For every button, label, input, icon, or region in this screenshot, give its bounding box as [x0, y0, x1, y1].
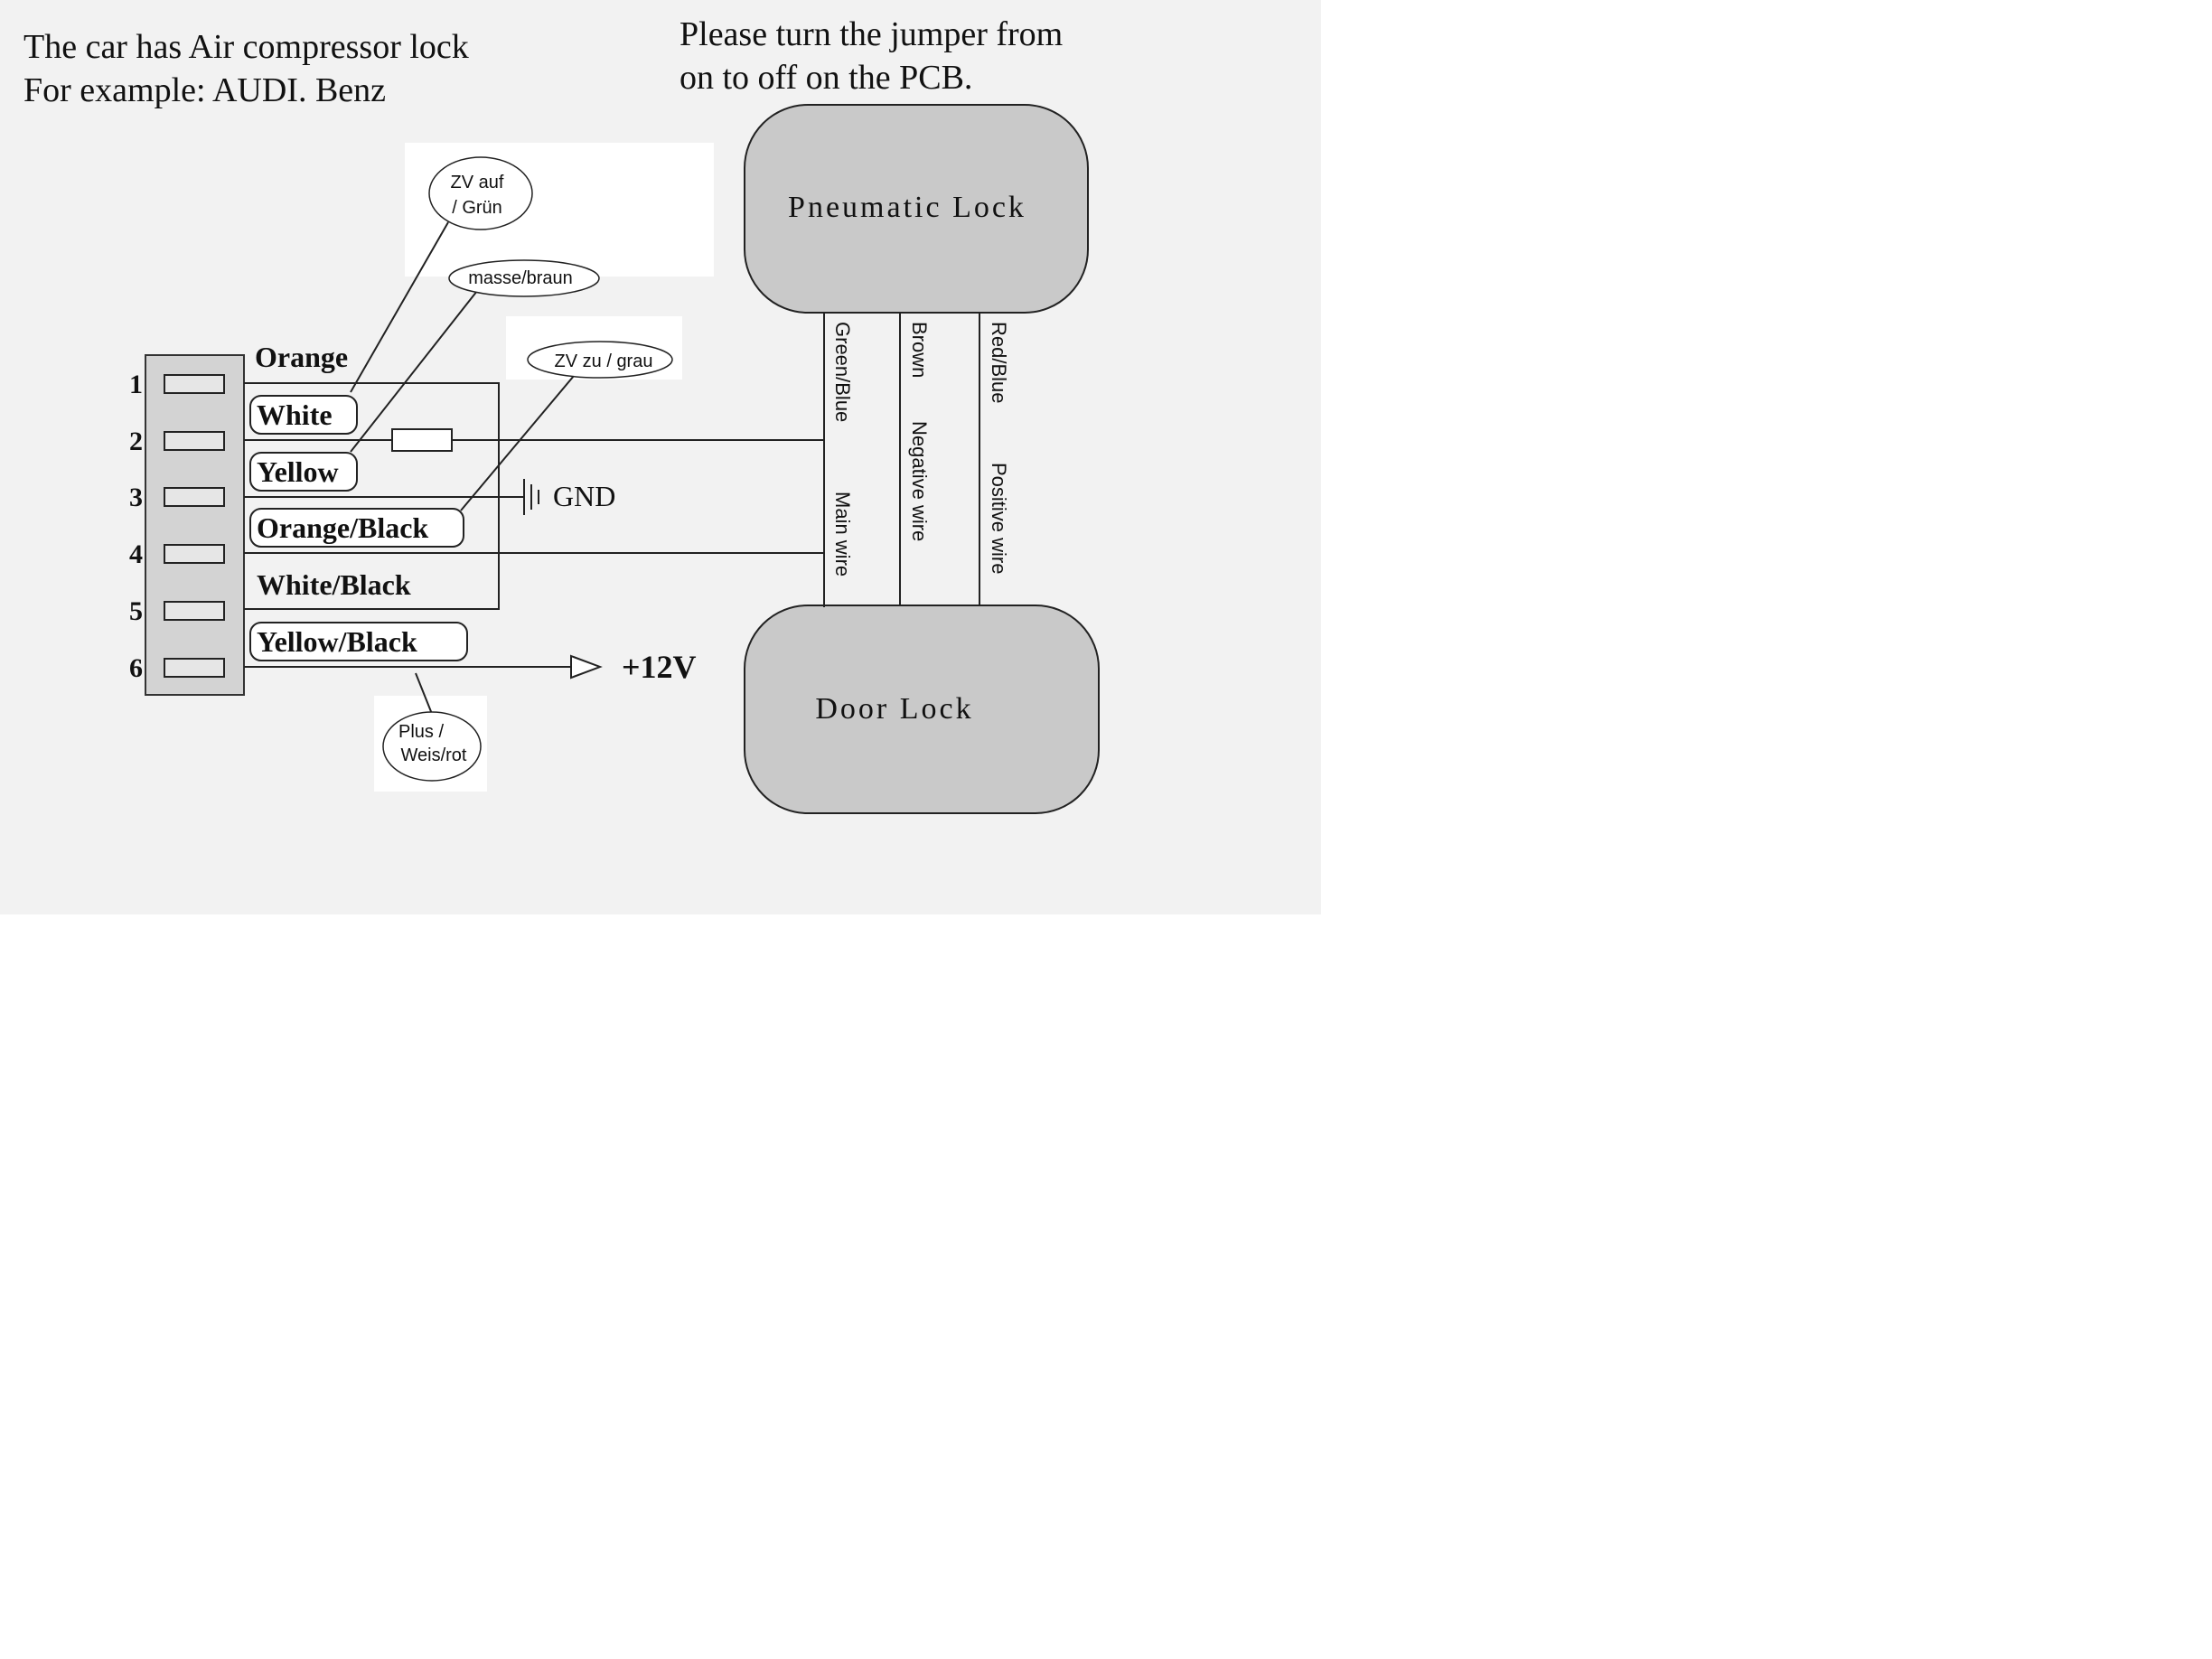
wire-function-label: Negative wire: [908, 421, 931, 541]
wire-label: Orange/Black: [257, 511, 428, 544]
wire-color-label: Brown: [908, 322, 931, 378]
pin-slot: [164, 601, 225, 621]
callout-leader: [415, 672, 433, 715]
callout-bubble: [448, 259, 600, 297]
callout-text: Weis/rot: [401, 745, 467, 765]
pin-slot: [164, 544, 225, 564]
label-box: [249, 452, 358, 492]
label-box: [249, 622, 468, 661]
callout-text: ZV zu / grau: [555, 351, 653, 371]
orange-label: Orange: [255, 341, 348, 373]
callout-leader: [460, 370, 579, 511]
pin-number: 4: [129, 539, 143, 569]
wire-color-label: Green/Blue: [831, 322, 854, 422]
pneumatic-lock-box: [744, 104, 1089, 314]
wire-function-label: Positive wire: [988, 463, 1010, 574]
plus-12v-label: +12V: [622, 649, 697, 685]
pin-number: 5: [129, 596, 143, 626]
white-wire-to-lock: [452, 439, 825, 441]
pneumatic-lock-label: Pneumatic Lock: [788, 191, 1026, 224]
ground-symbol: [523, 479, 539, 515]
wire-function-label: Main wire: [831, 492, 854, 576]
callout-text: ZV auf: [451, 173, 504, 192]
callout-bubble: [527, 341, 673, 379]
pin-slot: [164, 431, 225, 451]
header-left-line-2: For example: AUDI. Benz: [23, 71, 386, 109]
wire-label: Yellow: [257, 455, 339, 488]
resistor-symbol: [391, 428, 453, 452]
header-right-line-2: on to off on the PCB.: [680, 59, 972, 97]
label-box: [249, 395, 358, 435]
callout-leader: [350, 290, 478, 453]
callout-text: / Grün: [452, 198, 502, 218]
pin-number: 6: [129, 653, 143, 683]
pin-slot: [164, 487, 225, 507]
door-lock-label: Door Lock: [815, 692, 973, 726]
callout-bubble: [428, 156, 533, 230]
arrow-head: [570, 654, 603, 680]
connector-slots: [164, 374, 225, 678]
door-lock-box: [744, 605, 1100, 814]
pin-slot: [164, 374, 225, 394]
callout-bubble: [382, 711, 482, 782]
gnd-label: GND: [553, 480, 615, 512]
wire-label: White/Black: [257, 568, 411, 601]
orange-black-wire: [244, 552, 825, 607]
pin-number: 1: [129, 370, 143, 399]
pin-number: 2: [129, 426, 143, 456]
label-box: [249, 508, 464, 548]
header-right-line-1: Please turn the jumper from: [680, 15, 1063, 53]
callout-leader: [350, 221, 449, 393]
callout-text: masse/braun: [468, 268, 573, 288]
header-left-line-1: The car has Air compressor lock: [23, 28, 469, 66]
callout-text: Plus /: [398, 722, 444, 742]
wire-label: White: [257, 398, 333, 431]
wire-label: Yellow/Black: [257, 625, 417, 658]
wire-color-label: Red/Blue: [988, 322, 1010, 404]
connector-block: [145, 354, 245, 696]
pin-number: 3: [129, 483, 143, 512]
pin-slot: [164, 658, 225, 678]
